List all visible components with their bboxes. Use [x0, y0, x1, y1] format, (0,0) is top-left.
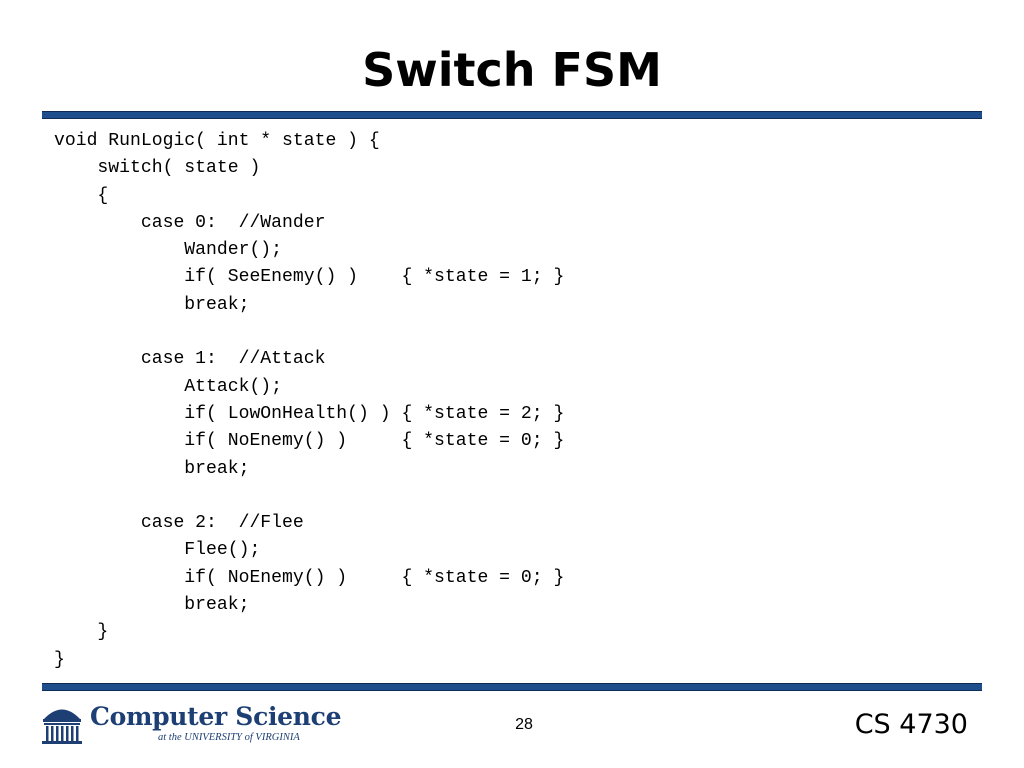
code-line: break;: [54, 458, 250, 479]
code-line: if( NoEnemy() ) { *state = 0; }: [54, 431, 565, 452]
code-line: case 2: //Flee: [54, 513, 304, 534]
code-line: }: [54, 622, 109, 643]
code-line: case 0: //Wander: [54, 212, 326, 233]
code-line: [54, 483, 564, 510]
code-line: if( SeeEnemy() ) { *state = 1; }: [54, 267, 565, 288]
code-line: case 1: //Attack: [54, 349, 326, 370]
title-divider: [42, 111, 982, 119]
code-block: void RunLogic( int * state ) { switch( s…: [54, 128, 564, 674]
department-logo: Computer Science at the UNIVERSITY of VI…: [40, 700, 342, 750]
rotunda-icon: [40, 702, 84, 746]
course-code: CS 4730: [854, 709, 968, 740]
code-line: Attack();: [54, 376, 283, 397]
code-line: if( LowOnHealth() ) { *state = 2; }: [54, 403, 565, 424]
page-number: 28: [515, 716, 533, 733]
footer-divider: [42, 683, 982, 691]
slide-title: Switch FSM: [362, 43, 662, 97]
code-line: {: [54, 185, 109, 206]
logo-subtitle: at the UNIVERSITY of VIRGINIA: [158, 732, 300, 743]
code-line: void RunLogic( int * state ) {: [54, 131, 380, 151]
logo-wordmark: Computer Science: [90, 702, 342, 731]
code-line: if( NoEnemy() ) { *state = 0; }: [54, 567, 565, 588]
code-line: Flee();: [54, 540, 261, 561]
code-line: Wander();: [54, 240, 283, 261]
code-line: break;: [54, 595, 250, 616]
code-line: break;: [54, 294, 250, 315]
code-line: switch( state ): [54, 158, 261, 179]
code-line: }: [54, 649, 65, 670]
code-line: [54, 319, 564, 346]
